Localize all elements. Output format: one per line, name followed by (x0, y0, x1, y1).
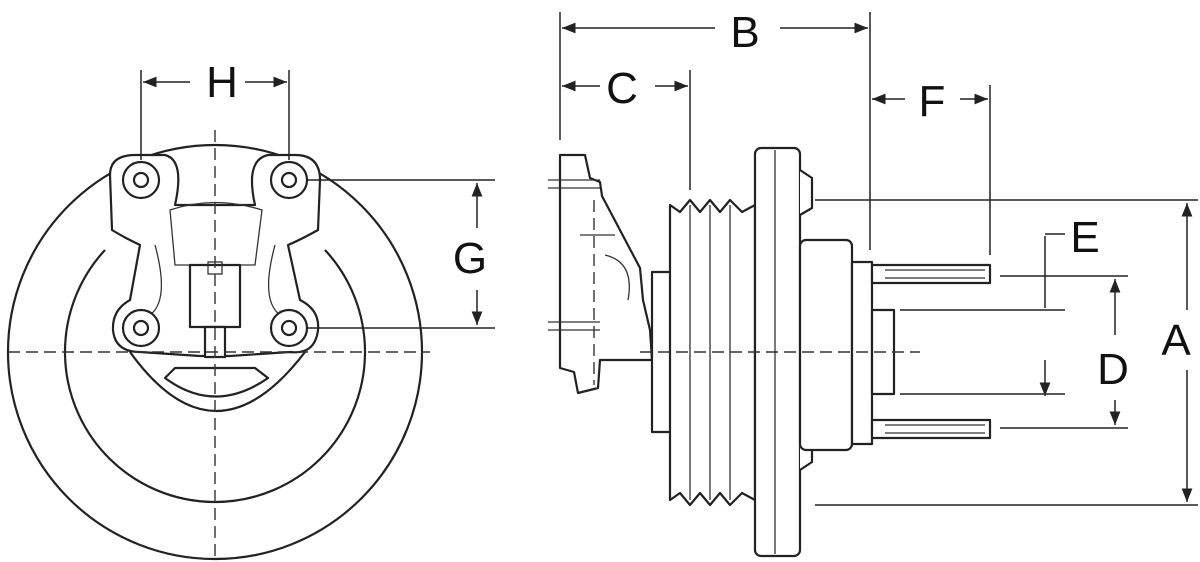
bracket-left-curve (149, 244, 163, 316)
lower-bowl-outer (129, 351, 306, 413)
fan-hub-face (850, 260, 874, 446)
front-view (6, 130, 430, 561)
dimension-h: H (140, 58, 290, 160)
dimension-b: B (559, 8, 871, 250)
dimension-e: E (900, 213, 1100, 396)
bolt-top-right (269, 160, 309, 200)
side-view (548, 146, 992, 558)
side-bracket-arm (604, 254, 630, 301)
dimension-d: D (1000, 275, 1129, 429)
lower-bowl-inner (163, 366, 270, 398)
bracket-recess (169, 201, 263, 266)
fan-hub (798, 238, 854, 452)
dimension-a: A (815, 199, 1198, 506)
bolt-bottom-left (121, 308, 161, 348)
label-a: A (1161, 316, 1191, 365)
flange-tab-top (799, 169, 814, 216)
dimension-g: G (308, 179, 495, 329)
label-d: D (1097, 345, 1129, 394)
stud-bottom (870, 418, 992, 440)
label-h: H (206, 58, 238, 107)
dimension-c: C (562, 64, 691, 190)
stud-top (870, 263, 992, 285)
side-bracket (558, 153, 654, 395)
label-c: C (606, 64, 638, 113)
dimension-f: F (872, 77, 991, 255)
label-b: B (730, 8, 759, 57)
bolt-bottom-right (269, 308, 309, 348)
mounting-bracket (108, 153, 322, 358)
bracket-right-curve (267, 244, 281, 316)
label-e: E (1070, 213, 1099, 262)
label-g: G (453, 234, 487, 283)
bolt-top-left (121, 160, 161, 200)
label-f: F (919, 77, 946, 126)
